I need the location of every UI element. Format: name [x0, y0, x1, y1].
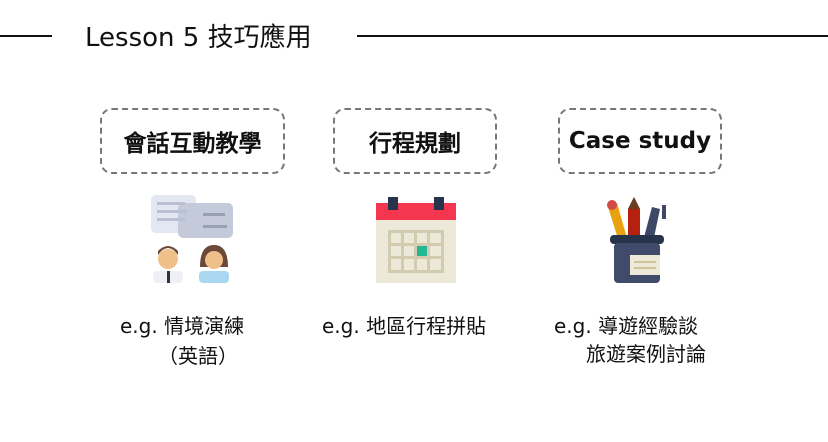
example-text-case-study: e.g. 導遊經驗談 [554, 314, 699, 338]
conversation-icon [151, 195, 233, 283]
calendar-icon [376, 197, 456, 283]
example-text-itinerary: e.g. 地區行程拼貼 [322, 314, 487, 338]
topic-box-itinerary: 行程規劃 [333, 108, 497, 174]
example-text-conversation: e.g. 情境演練 [120, 314, 245, 338]
page-title: Lesson 5 技巧應用 [85, 23, 312, 53]
title-rule-left [0, 35, 52, 37]
example-text-case-study-2: 旅遊案例討論 [586, 342, 706, 366]
topic-box-case-study: Case study [558, 108, 722, 174]
topic-box-conversation: 會話互動教學 [100, 108, 285, 174]
title-rule-right [357, 35, 828, 37]
pen-holder-icon [607, 197, 666, 283]
example-text-conversation-note: （英語） [158, 344, 238, 368]
